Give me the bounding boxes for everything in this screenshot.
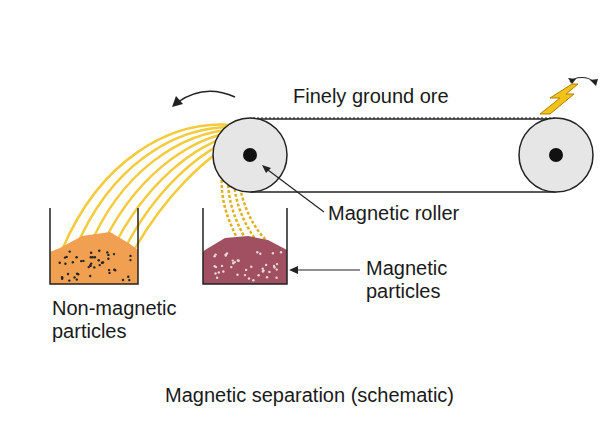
particle-dot bbox=[280, 251, 282, 253]
particle-dot bbox=[108, 272, 110, 274]
particle-dot bbox=[61, 278, 63, 280]
particle-dot bbox=[265, 264, 267, 266]
particle-dot bbox=[90, 262, 92, 264]
particle-dot bbox=[230, 266, 232, 268]
particle-dot bbox=[76, 278, 78, 280]
particle-dot bbox=[65, 256, 67, 258]
magnetic-bin bbox=[203, 208, 287, 284]
particle-dot bbox=[69, 250, 71, 252]
particle-dot bbox=[99, 264, 101, 266]
magnetic-label: Magnetic particles bbox=[366, 257, 486, 303]
particle-dot bbox=[259, 253, 261, 255]
particle-dot bbox=[257, 274, 259, 276]
particle-dot bbox=[266, 276, 268, 278]
caption: Magnetic separation (schematic) bbox=[165, 384, 585, 407]
particle-dot bbox=[276, 268, 278, 270]
particle-dot bbox=[218, 271, 220, 273]
particle-dot bbox=[238, 260, 240, 262]
particle-dot bbox=[275, 277, 277, 279]
particle-dot bbox=[127, 276, 129, 278]
particle-dot bbox=[75, 256, 77, 258]
particle-dot bbox=[225, 253, 227, 255]
particle-dot bbox=[214, 253, 216, 255]
particle-dot bbox=[268, 271, 270, 273]
particle-dot bbox=[82, 260, 84, 262]
particle-dot bbox=[234, 261, 236, 263]
particle-dot bbox=[93, 266, 95, 268]
particle-dot bbox=[80, 260, 82, 262]
particle-dot bbox=[68, 279, 70, 281]
particle-dot bbox=[113, 253, 115, 255]
particle-dot bbox=[128, 279, 130, 281]
feed-label: Finely ground ore bbox=[293, 85, 533, 108]
particle-dot bbox=[272, 252, 274, 254]
particle-dot bbox=[262, 269, 264, 271]
particle-dot bbox=[59, 262, 61, 264]
particle-dot bbox=[98, 250, 100, 252]
particle-dot bbox=[90, 252, 92, 254]
particle-dot bbox=[262, 270, 264, 272]
particle-dot bbox=[252, 279, 254, 281]
particle-dot bbox=[114, 269, 116, 271]
particle-dot bbox=[221, 265, 223, 267]
rotation-arrow bbox=[178, 91, 235, 102]
particle-dot bbox=[72, 261, 74, 263]
particle-dot bbox=[101, 262, 103, 264]
particle-dot bbox=[232, 259, 234, 261]
particle-dot bbox=[94, 256, 96, 258]
roller-label: Magnetic roller bbox=[328, 202, 528, 225]
particle-dot bbox=[222, 270, 224, 272]
feed-hopper bbox=[540, 84, 578, 114]
particle-dot bbox=[76, 273, 78, 275]
non-magnetic-bin bbox=[50, 208, 138, 284]
particle-dot bbox=[98, 259, 100, 261]
particle-dot bbox=[236, 274, 238, 276]
particle-dot bbox=[225, 254, 227, 256]
particle-dot bbox=[73, 276, 75, 278]
particle-dot bbox=[122, 279, 124, 281]
particle-dot bbox=[245, 269, 247, 271]
leader-line bbox=[264, 167, 324, 212]
particle-dot bbox=[113, 269, 115, 271]
particle-dot bbox=[256, 251, 258, 253]
end-roller bbox=[519, 118, 593, 192]
particle-dot bbox=[129, 255, 131, 257]
particle-dot bbox=[89, 275, 91, 277]
particle-dot bbox=[216, 277, 218, 279]
particle-dot bbox=[102, 261, 104, 263]
non-magnetic-label: Non-magnetic particles bbox=[52, 297, 202, 343]
particle-dot bbox=[215, 266, 217, 268]
particle-dot bbox=[214, 272, 216, 274]
particle-dot bbox=[67, 273, 69, 275]
particle-dot bbox=[106, 251, 108, 253]
particle-dot bbox=[107, 258, 109, 260]
particle-dot bbox=[237, 259, 239, 261]
ore-layer bbox=[250, 116, 556, 119]
particle-dot bbox=[64, 263, 66, 265]
magnetic-roller bbox=[213, 118, 287, 192]
particle-dot bbox=[107, 254, 109, 256]
particle-dot bbox=[244, 274, 246, 276]
particle-dot bbox=[108, 269, 110, 271]
particle-dot bbox=[129, 259, 131, 261]
particle-dot bbox=[250, 266, 252, 268]
leader-line bbox=[292, 269, 360, 270]
particle-dot bbox=[248, 277, 250, 279]
particle-dot bbox=[273, 265, 275, 267]
particle-dot bbox=[92, 256, 94, 258]
particle-dot bbox=[276, 263, 278, 265]
